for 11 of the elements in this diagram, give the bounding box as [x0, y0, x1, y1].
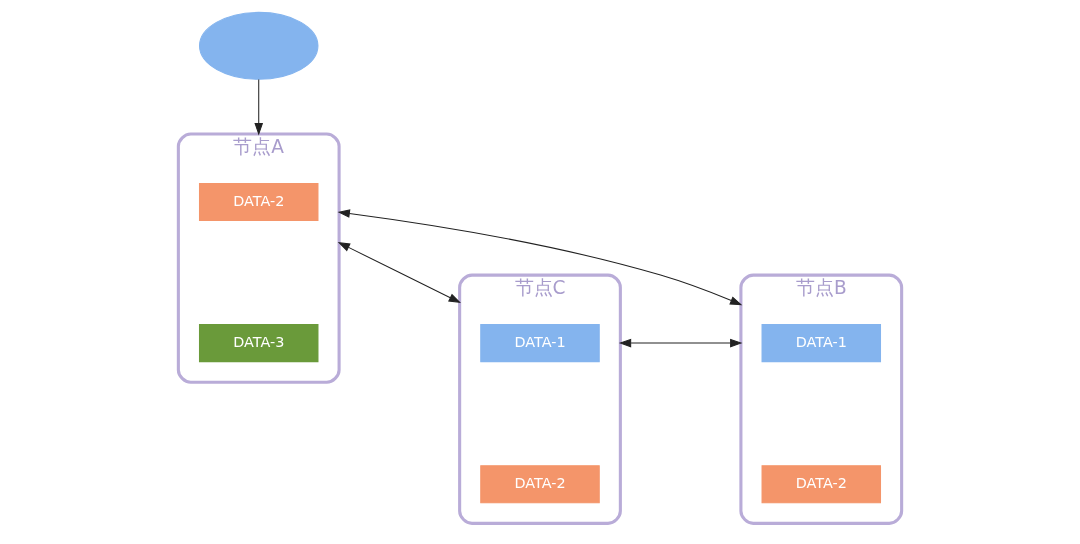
arrow: [337, 209, 743, 306]
node-cloud: [198, 11, 319, 80]
arrow: [254, 79, 264, 136]
node-box: DATA-1: [480, 324, 600, 363]
arrow: [618, 338, 743, 348]
node-box: DATA-2: [480, 465, 600, 504]
node-box: DATA-1: [761, 324, 882, 363]
arrow: [337, 242, 462, 303]
node-box: DATA-2: [761, 465, 882, 504]
node-box: DATA-3: [198, 324, 319, 363]
node-box: DATA-2: [198, 182, 319, 221]
